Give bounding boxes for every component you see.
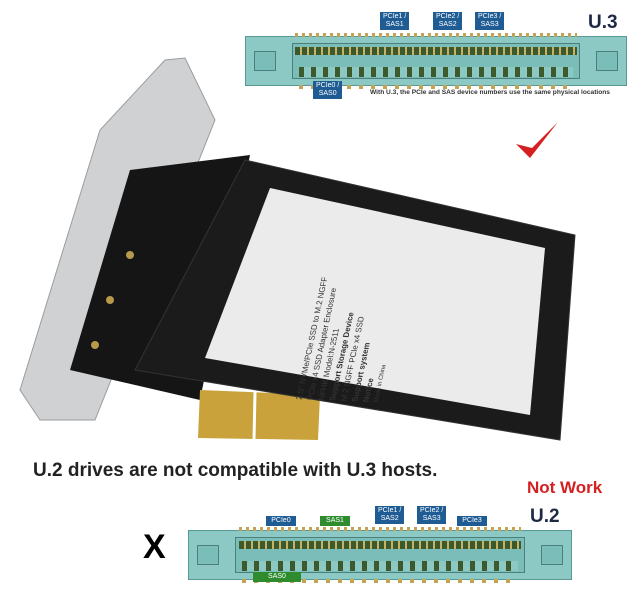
x-mark: X (143, 528, 166, 566)
u3-title: U.3 (588, 12, 618, 33)
u3-label-pcie0-sas0: PCIe0 / SAS0 (313, 81, 343, 99)
u2-label-sas1: SAS1 (320, 516, 350, 526)
u2-label-pcie1-sas2: PCIe1 / SAS2 (375, 506, 405, 524)
u2-label-sas0: SAS0 (253, 572, 301, 582)
u3-label-pcie1-sas1: PCIe1 / SAS1 (380, 12, 410, 30)
product-photo (19, 57, 576, 441)
not-work-label: Not Work (527, 478, 603, 497)
u2-connector-diagram (188, 527, 572, 583)
u2-label-pcie0: PCIe0 (266, 516, 296, 526)
u2-label-pcie3: PCIe3 (457, 516, 487, 526)
u3-caption: With U.3, the PCIe and SAS device number… (370, 89, 610, 96)
ssd-label (205, 188, 545, 415)
u2-label-pcie2-sas3: PCIe2 / SAS3 (417, 506, 447, 524)
u2-title: U.2 (530, 506, 560, 527)
u3-label-pcie2-sas2: PCIe2 / SAS2 (433, 12, 463, 30)
gold-fingers (198, 390, 320, 440)
headline: U.2 drives are not compatible with U.3 h… (33, 460, 438, 481)
u3-connector-diagram (245, 33, 627, 89)
u3-label-pcie3-sas3: PCIe3 / SAS3 (475, 12, 505, 30)
red-check-mark-icon (516, 122, 558, 158)
